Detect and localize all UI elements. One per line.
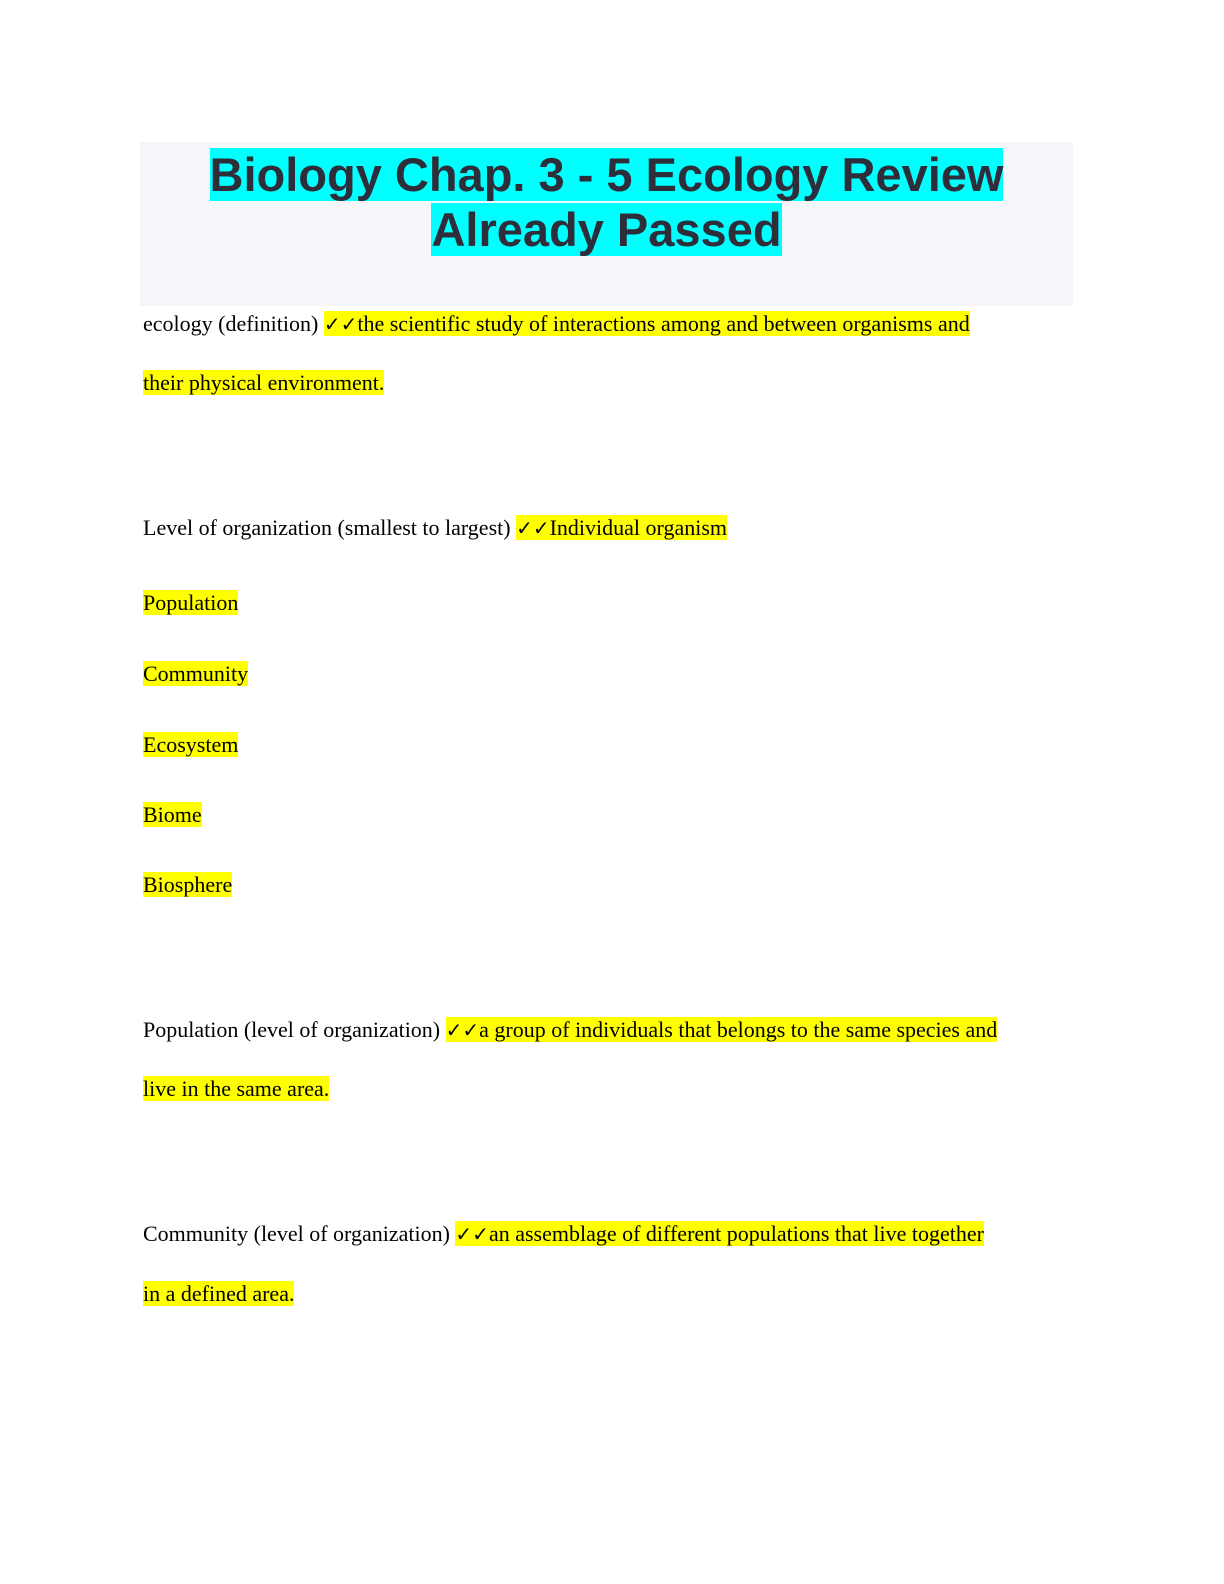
term: Population (level of organization) [143, 1017, 446, 1042]
answer-cont: live in the same area. [143, 1076, 330, 1101]
title-line-2: Already Passed [431, 203, 782, 256]
check-icon: ✓✓ [455, 1222, 489, 1246]
term: ecology (definition) [143, 311, 324, 336]
entry-levels: Level of organization (smallest to large… [143, 515, 728, 541]
title-box: Biology Chap. 3 - 5 Ecology Review Alrea… [140, 142, 1073, 306]
list-item: Biosphere [143, 872, 233, 897]
title-line-1: Biology Chap. 3 - 5 Ecology Review [209, 148, 1004, 201]
answer: a group of individuals that belongs to t… [479, 1017, 998, 1042]
list-item: Biome [143, 802, 202, 827]
entry-ecology: ecology (definition) ✓✓the scientific st… [143, 311, 970, 337]
term: Level of organization (smallest to large… [143, 515, 517, 540]
term: Community (level of organization) [143, 1221, 456, 1246]
check-icon: ✓✓ [323, 312, 358, 336]
answer: an assemblage of different populations t… [488, 1221, 984, 1246]
entry-community: Community (level of organization) ✓✓an a… [143, 1221, 984, 1247]
list-item: Ecosystem [143, 732, 239, 757]
page-title: Biology Chap. 3 - 5 Ecology Review Alrea… [140, 147, 1073, 257]
answer-cont: their physical environment. [143, 370, 385, 395]
entry-population: Population (level of organization) ✓✓a g… [143, 1017, 998, 1043]
answer-cont: in a defined area. [143, 1281, 295, 1306]
answer: the scientific study of interactions amo… [357, 311, 970, 336]
list-item: Community [143, 661, 249, 686]
list-item: Population [143, 590, 239, 615]
check-icon: ✓✓ [516, 516, 550, 540]
check-icon: ✓✓ [445, 1018, 480, 1042]
answer: Individual organism [549, 515, 728, 540]
